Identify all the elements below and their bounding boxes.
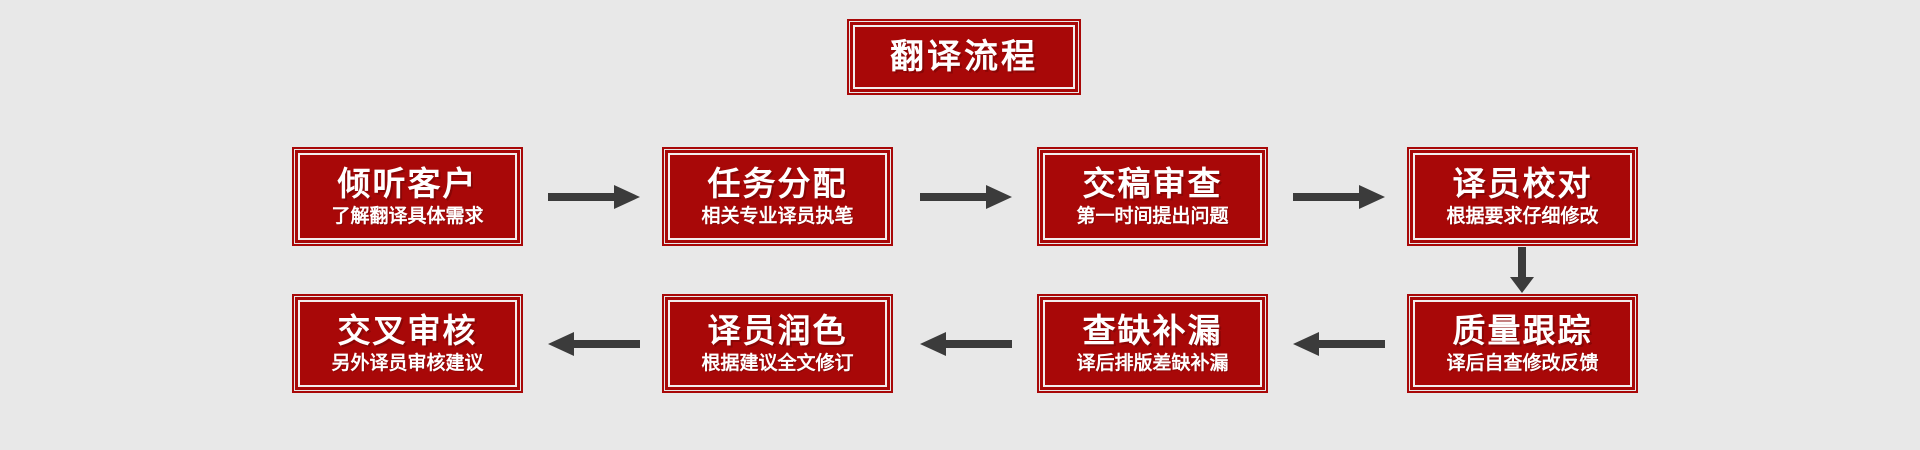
step-2-title: 任务分配	[707, 165, 848, 202]
flowchart-title-banner: 翻译流程	[847, 19, 1081, 95]
step-node-6: 查缺补漏 译后排版差缺补漏	[1037, 294, 1268, 393]
step-node-3: 交稿审查 第一时间提出问题	[1037, 147, 1268, 246]
step-7-subtitle: 根据建议全文修订	[701, 353, 854, 374]
step-5-title: 质量跟踪	[1452, 312, 1593, 349]
step-node-1: 倾听客户 了解翻译具体需求	[292, 147, 523, 246]
flowchart-title-text: 翻译流程	[890, 38, 1038, 76]
step-8-subtitle: 另外译员审核建议	[331, 353, 484, 374]
step-4-subtitle: 根据要求仔细修改	[1446, 206, 1599, 227]
arrow-left-icon-5-to-6	[1293, 330, 1385, 358]
arrow-down-icon-4-to-5	[1508, 247, 1536, 293]
step-node-4: 译员校对 根据要求仔细修改	[1407, 147, 1638, 246]
arrow-right-icon-2-to-3	[920, 183, 1012, 211]
step-2-subtitle: 相关专业译员执笔	[701, 206, 854, 227]
step-node-5: 质量跟踪 译后自查修改反馈	[1407, 294, 1638, 393]
arrow-left-icon-6-to-7	[920, 330, 1012, 358]
arrow-left-icon-7-to-8	[548, 330, 640, 358]
arrow-right-icon-3-to-4	[1293, 183, 1385, 211]
step-1-subtitle: 了解翻译具体需求	[331, 206, 484, 227]
step-7-title: 译员润色	[707, 312, 848, 349]
step-5-subtitle: 译后自查修改反馈	[1446, 353, 1599, 374]
step-3-subtitle: 第一时间提出问题	[1076, 206, 1229, 227]
step-8-title: 交叉审核	[337, 312, 478, 349]
step-1-title: 倾听客户	[337, 165, 478, 202]
step-6-title: 查缺补漏	[1082, 312, 1223, 349]
arrow-right-icon-1-to-2	[548, 183, 640, 211]
step-6-subtitle: 译后排版差缺补漏	[1076, 353, 1229, 374]
step-node-8: 交叉审核 另外译员审核建议	[292, 294, 523, 393]
step-4-title: 译员校对	[1452, 165, 1593, 202]
step-3-title: 交稿审查	[1082, 165, 1223, 202]
step-node-2: 任务分配 相关专业译员执笔	[662, 147, 893, 246]
step-node-7: 译员润色 根据建议全文修订	[662, 294, 893, 393]
